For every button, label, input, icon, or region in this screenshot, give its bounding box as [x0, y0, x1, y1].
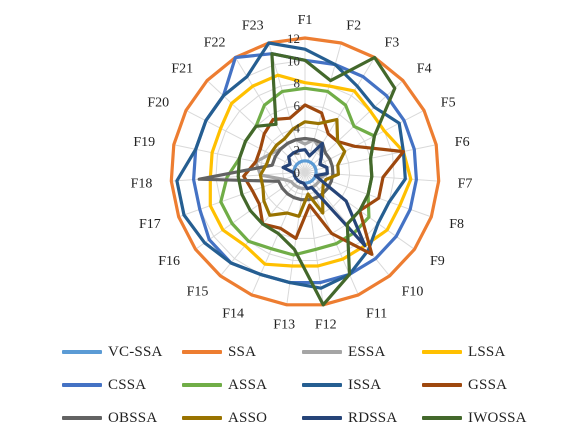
axis-label-f20: F20 [147, 96, 169, 111]
radar-series [169, 36, 441, 307]
legend-swatch [182, 416, 222, 420]
radial-tick-label: 6 [294, 98, 301, 113]
legend-item: CSSA [62, 375, 182, 395]
legend-swatch [62, 350, 102, 354]
axis-label-f7: F7 [458, 176, 473, 191]
legend-label: IWOSSA [468, 409, 527, 426]
series-line-iwossa [236, 52, 397, 307]
legend-swatch [302, 416, 342, 420]
legend-item: VC-SSA [62, 342, 182, 362]
radar-radial-ticks: 0 2 4 6 8 10 12 [287, 31, 301, 180]
legend-item: RDSSA [302, 408, 422, 428]
axis-label-f1: F1 [298, 13, 313, 28]
legend-label: VC-SSA [108, 343, 163, 360]
axis-label-f12: F12 [315, 318, 337, 333]
legend-swatch [422, 383, 462, 387]
axis-label-f11: F11 [366, 306, 387, 321]
legend-label: OBSSA [108, 409, 158, 426]
axis-label-f4: F4 [417, 62, 432, 77]
legend-swatch [302, 350, 342, 354]
legend-swatch [182, 383, 222, 387]
legend-item: ESSA [302, 342, 422, 362]
legend-item: ASSO [182, 408, 302, 428]
axis-label-f16: F16 [158, 254, 180, 269]
radial-tick-label: 12 [287, 31, 300, 46]
axis-label-f13: F13 [273, 318, 295, 333]
axis-label-f2: F2 [346, 19, 361, 34]
legend-swatch [302, 383, 342, 387]
legend-item: LSSA [422, 342, 542, 362]
axis-label-f22: F22 [204, 35, 226, 50]
legend-item: ASSA [182, 375, 302, 395]
axis-label-f9: F9 [430, 254, 445, 269]
legend-swatch [62, 416, 102, 420]
legend-item: OBSSA [62, 408, 182, 428]
axis-label-f8: F8 [449, 217, 464, 232]
legend-item: ISSA [302, 375, 422, 395]
axis-label-f23: F23 [242, 19, 264, 34]
series-line-lssa [208, 73, 413, 268]
axis-label-f19: F19 [133, 135, 155, 150]
legend-label: RDSSA [348, 409, 398, 426]
legend-label: LSSA [468, 343, 506, 360]
legend-label: ISSA [348, 376, 382, 393]
legend-label: ESSA [348, 343, 386, 360]
axis-label-f10: F10 [402, 285, 424, 300]
axis-label-f5: F5 [441, 96, 456, 111]
legend-label: ASSA [228, 376, 268, 393]
legend-swatch [422, 416, 462, 420]
legend-label: CSSA [108, 376, 147, 393]
legend-swatch [422, 350, 462, 354]
legend-label: ASSO [228, 409, 268, 426]
radial-tick-label: 4 [294, 120, 301, 135]
series-line-ssa [169, 36, 441, 307]
axis-label-f18: F18 [131, 176, 153, 191]
radial-tick-label: 2 [294, 143, 301, 158]
legend-item: SSA [182, 342, 302, 362]
legend-label: SSA [228, 343, 257, 360]
grid-ring [282, 149, 328, 195]
axis-label-f6: F6 [455, 135, 470, 150]
axis-label-f14: F14 [222, 306, 244, 321]
chart-legend: VC-SSA SSA ESSA LSSA CSSA ASSA ISSA GSSA OBSSA AS… [62, 342, 542, 428]
radial-tick-label: 0 [294, 165, 301, 180]
radial-tick-label: 8 [294, 76, 301, 91]
legend-item: IWOSSA [422, 408, 542, 428]
series-line-rdssa [281, 141, 367, 248]
axis-label-f3: F3 [385, 35, 400, 50]
legend-swatch [182, 350, 222, 354]
radial-tick-label: 10 [287, 53, 300, 68]
legend-swatch [62, 383, 102, 387]
series-line-issa [175, 41, 407, 290]
axis-label-f17: F17 [139, 217, 161, 232]
legend-item: GSSA [422, 375, 542, 395]
series-line-gssa [242, 103, 405, 256]
axis-label-f21: F21 [171, 62, 193, 77]
series-line-asso [258, 117, 347, 218]
axis-label-f15: F15 [187, 285, 209, 300]
legend-label: GSSA [468, 376, 508, 393]
